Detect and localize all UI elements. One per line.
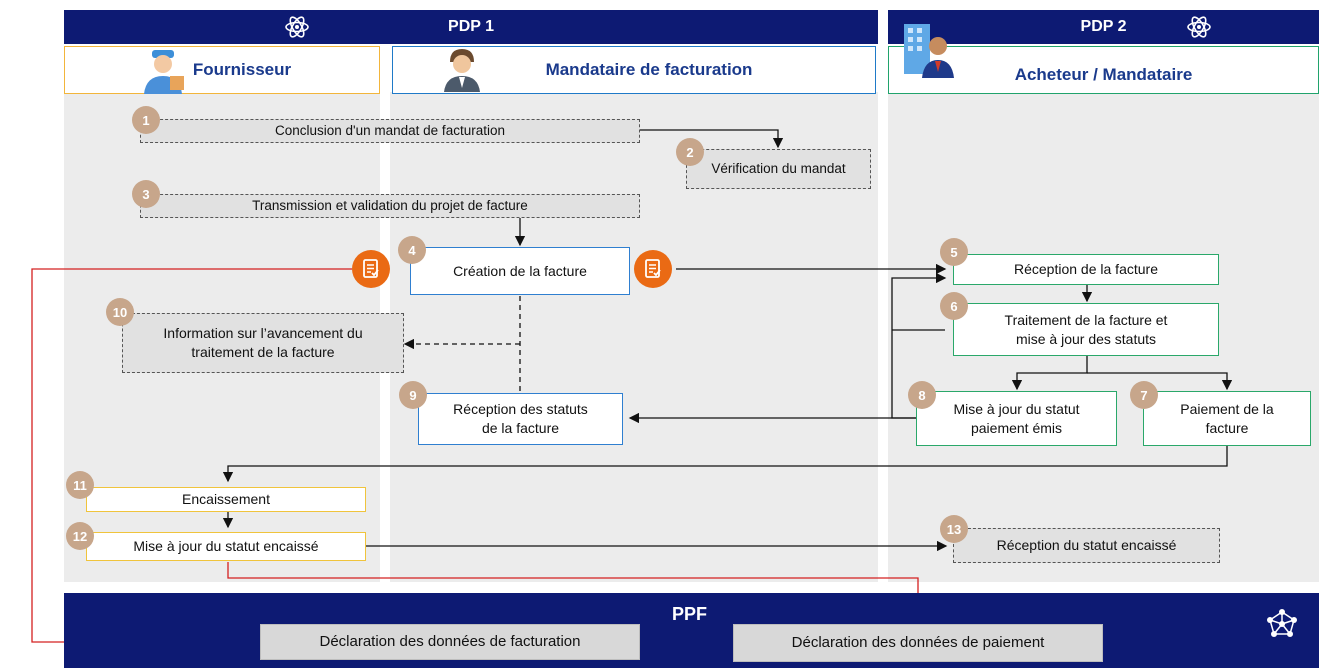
step-6-label: Traitement de la facture et mise à jour … xyxy=(1004,311,1168,347)
step-9-label: Réception des statuts de la facture xyxy=(453,401,588,436)
step-8-box: Mise à jour du statut paiement émis xyxy=(916,391,1117,446)
ppf-declaration-facturation-label: Déclaration des données de facturation xyxy=(319,632,581,650)
step-6-badge: 6 xyxy=(940,292,968,320)
step-13-box: Réception du statut encaissé xyxy=(953,528,1220,563)
actor-acheteur: Acheteur / Mandataire xyxy=(888,46,1319,94)
step-8-badge: 8 xyxy=(908,381,936,409)
step-12-badge: 12 xyxy=(66,522,94,550)
atom-icon xyxy=(1185,13,1213,41)
document-icon xyxy=(634,250,672,288)
step-12-label: Mise à jour du statut encaissé xyxy=(133,538,319,555)
ppf-declaration-facturation: Déclaration des données de facturation xyxy=(260,624,640,660)
step-3-badge: 3 xyxy=(132,180,160,208)
step-10-box: Information sur l’avancement du traiteme… xyxy=(122,313,404,373)
step-5-label: Réception de la facture xyxy=(1014,261,1158,278)
ppf-declaration-paiement-label: Déclaration des données de paiement xyxy=(791,633,1045,651)
step-8-label: Mise à jour du statut paiement émis xyxy=(953,400,1080,436)
step-10-badge: 10 xyxy=(106,298,134,326)
step-1-label: Conclusion d'un mandat de facturation xyxy=(275,122,505,138)
step-3-label: Transmission et validation du projet de … xyxy=(252,197,528,213)
step-2-box: Vérification du mandat xyxy=(686,149,871,189)
actor-fournisseur: Fournisseur xyxy=(64,46,380,94)
step-9-box: Réception des statuts de la facture xyxy=(418,393,623,445)
step-5-badge: 5 xyxy=(940,238,968,266)
ppf-label: PPF xyxy=(672,604,708,624)
ppf-declaration-paiement: Déclaration des données de paiement xyxy=(733,624,1103,662)
actor-mandataire-label: Mandataire de facturation xyxy=(545,60,753,79)
step-5-box: Réception de la facture xyxy=(953,254,1219,285)
step-4-label: Création de la facture xyxy=(453,262,587,279)
step-10-label: Information sur l’avancement du traiteme… xyxy=(163,325,363,360)
step-1-box: Conclusion d'un mandat de facturation xyxy=(140,119,640,143)
step-2-badge: 2 xyxy=(676,138,704,166)
document-icon xyxy=(352,250,390,288)
step-3-box: Transmission et validation du projet de … xyxy=(140,194,640,218)
actor-fournisseur-label: Fournisseur xyxy=(192,60,292,79)
actor-acheteur-label: Acheteur / Mandataire xyxy=(1014,65,1193,84)
buyer-avatar-icon xyxy=(900,20,960,78)
pdp1-header: PDP 1 xyxy=(64,10,878,44)
step-7-label: Paiement de la facture xyxy=(1180,400,1274,436)
pdp2-header: PDP 2 xyxy=(888,10,1319,44)
step-4-badge: 4 xyxy=(398,236,426,264)
pdp2-label: PDP 2 xyxy=(1080,18,1127,35)
step-4-box: Création de la facture xyxy=(410,247,630,295)
step-7-badge: 7 xyxy=(1130,381,1158,409)
step-13-label: Réception du statut encaissé xyxy=(996,537,1177,554)
supplier-avatar-icon xyxy=(132,46,188,94)
step-12-box: Mise à jour du statut encaissé xyxy=(86,532,366,561)
step-1-badge: 1 xyxy=(132,106,160,134)
pdp1-label: PDP 1 xyxy=(448,18,494,35)
step-11-box: Encaissement xyxy=(86,487,366,512)
step-9-badge: 9 xyxy=(399,381,427,409)
step-11-label: Encaissement xyxy=(182,491,270,508)
atom-icon xyxy=(283,13,311,41)
step-11-badge: 11 xyxy=(66,471,94,499)
step-2-label: Vérification du mandat xyxy=(711,160,846,176)
step-13-badge: 13 xyxy=(940,515,968,543)
step-7-box: Paiement de la facture xyxy=(1143,391,1311,446)
network-icon xyxy=(1262,604,1302,644)
step-6-box: Traitement de la facture et mise à jour … xyxy=(953,303,1219,356)
agent-avatar-icon xyxy=(438,44,486,92)
